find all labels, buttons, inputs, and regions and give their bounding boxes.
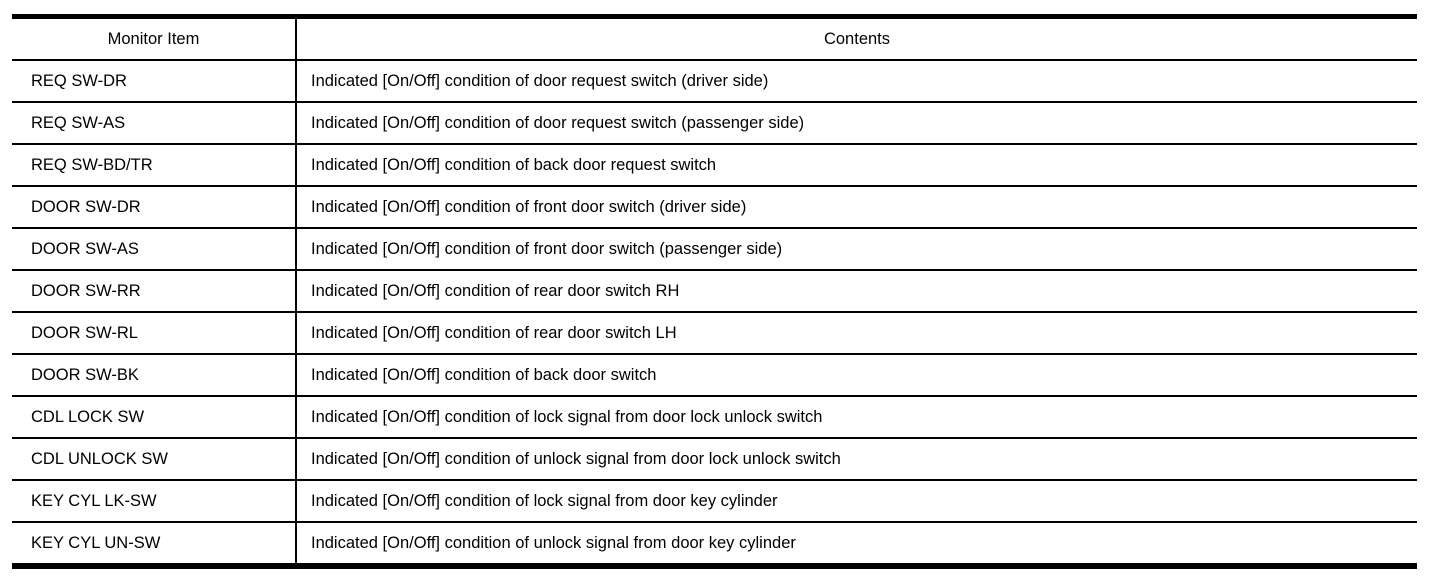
monitor-item-cell: KEY CYL LK-SW [12,480,297,523]
contents-cell: Indicated [On/Off] condition of door req… [296,102,1417,145]
table-header: Monitor Item Contents [12,16,1417,61]
monitor-item-cell: DOOR SW-AS [12,228,297,271]
monitor-item-cell: CDL UNLOCK SW [12,438,297,481]
column-header-monitor-item: Monitor Item [12,16,297,61]
contents-cell: Indicated [On/Off] condition of back doo… [296,354,1417,397]
monitor-item-cell: CDL LOCK SW [12,396,297,439]
column-header-contents: Contents [296,16,1417,61]
contents-cell: Indicated [On/Off] condition of back doo… [296,144,1417,187]
contents-cell: Indicated [On/Off] condition of unlock s… [296,438,1417,481]
contents-cell: Indicated [On/Off] condition of rear doo… [296,270,1417,313]
monitor-item-cell: DOOR SW-RR [12,270,297,313]
contents-cell: Indicated [On/Off] condition of lock sig… [296,396,1417,439]
monitor-item-cell: REQ SW-AS [12,102,297,145]
table-row: KEY CYL UN-SW Indicated [On/Off] conditio… [12,522,1417,566]
monitor-item-cell: REQ SW-DR [12,60,297,103]
monitor-item-cell: DOOR SW-RL [12,312,297,355]
contents-cell: Indicated [On/Off] condition of lock sig… [296,480,1417,523]
header-row: Monitor Item Contents [12,16,1417,61]
monitor-item-cell: DOOR SW-BK [12,354,297,397]
contents-cell: Indicated [On/Off] condition of unlock s… [311,533,796,552]
contents-cell: Indicated [On/Off] condition of front do… [296,186,1417,229]
contents-cell: Indicated [On/Off] condition of door req… [296,60,1417,103]
monitor-item-cell: KEY CYL UN-SW [12,522,297,566]
monitor-item-cell: DOOR SW-DR [12,186,297,229]
contents-cell: Indicated [On/Off] condition of front do… [296,228,1417,271]
monitor-item-cell: REQ SW-BD/TR [12,144,297,187]
contents-cell: Indicated [On/Off] condition of rear doo… [296,312,1417,355]
